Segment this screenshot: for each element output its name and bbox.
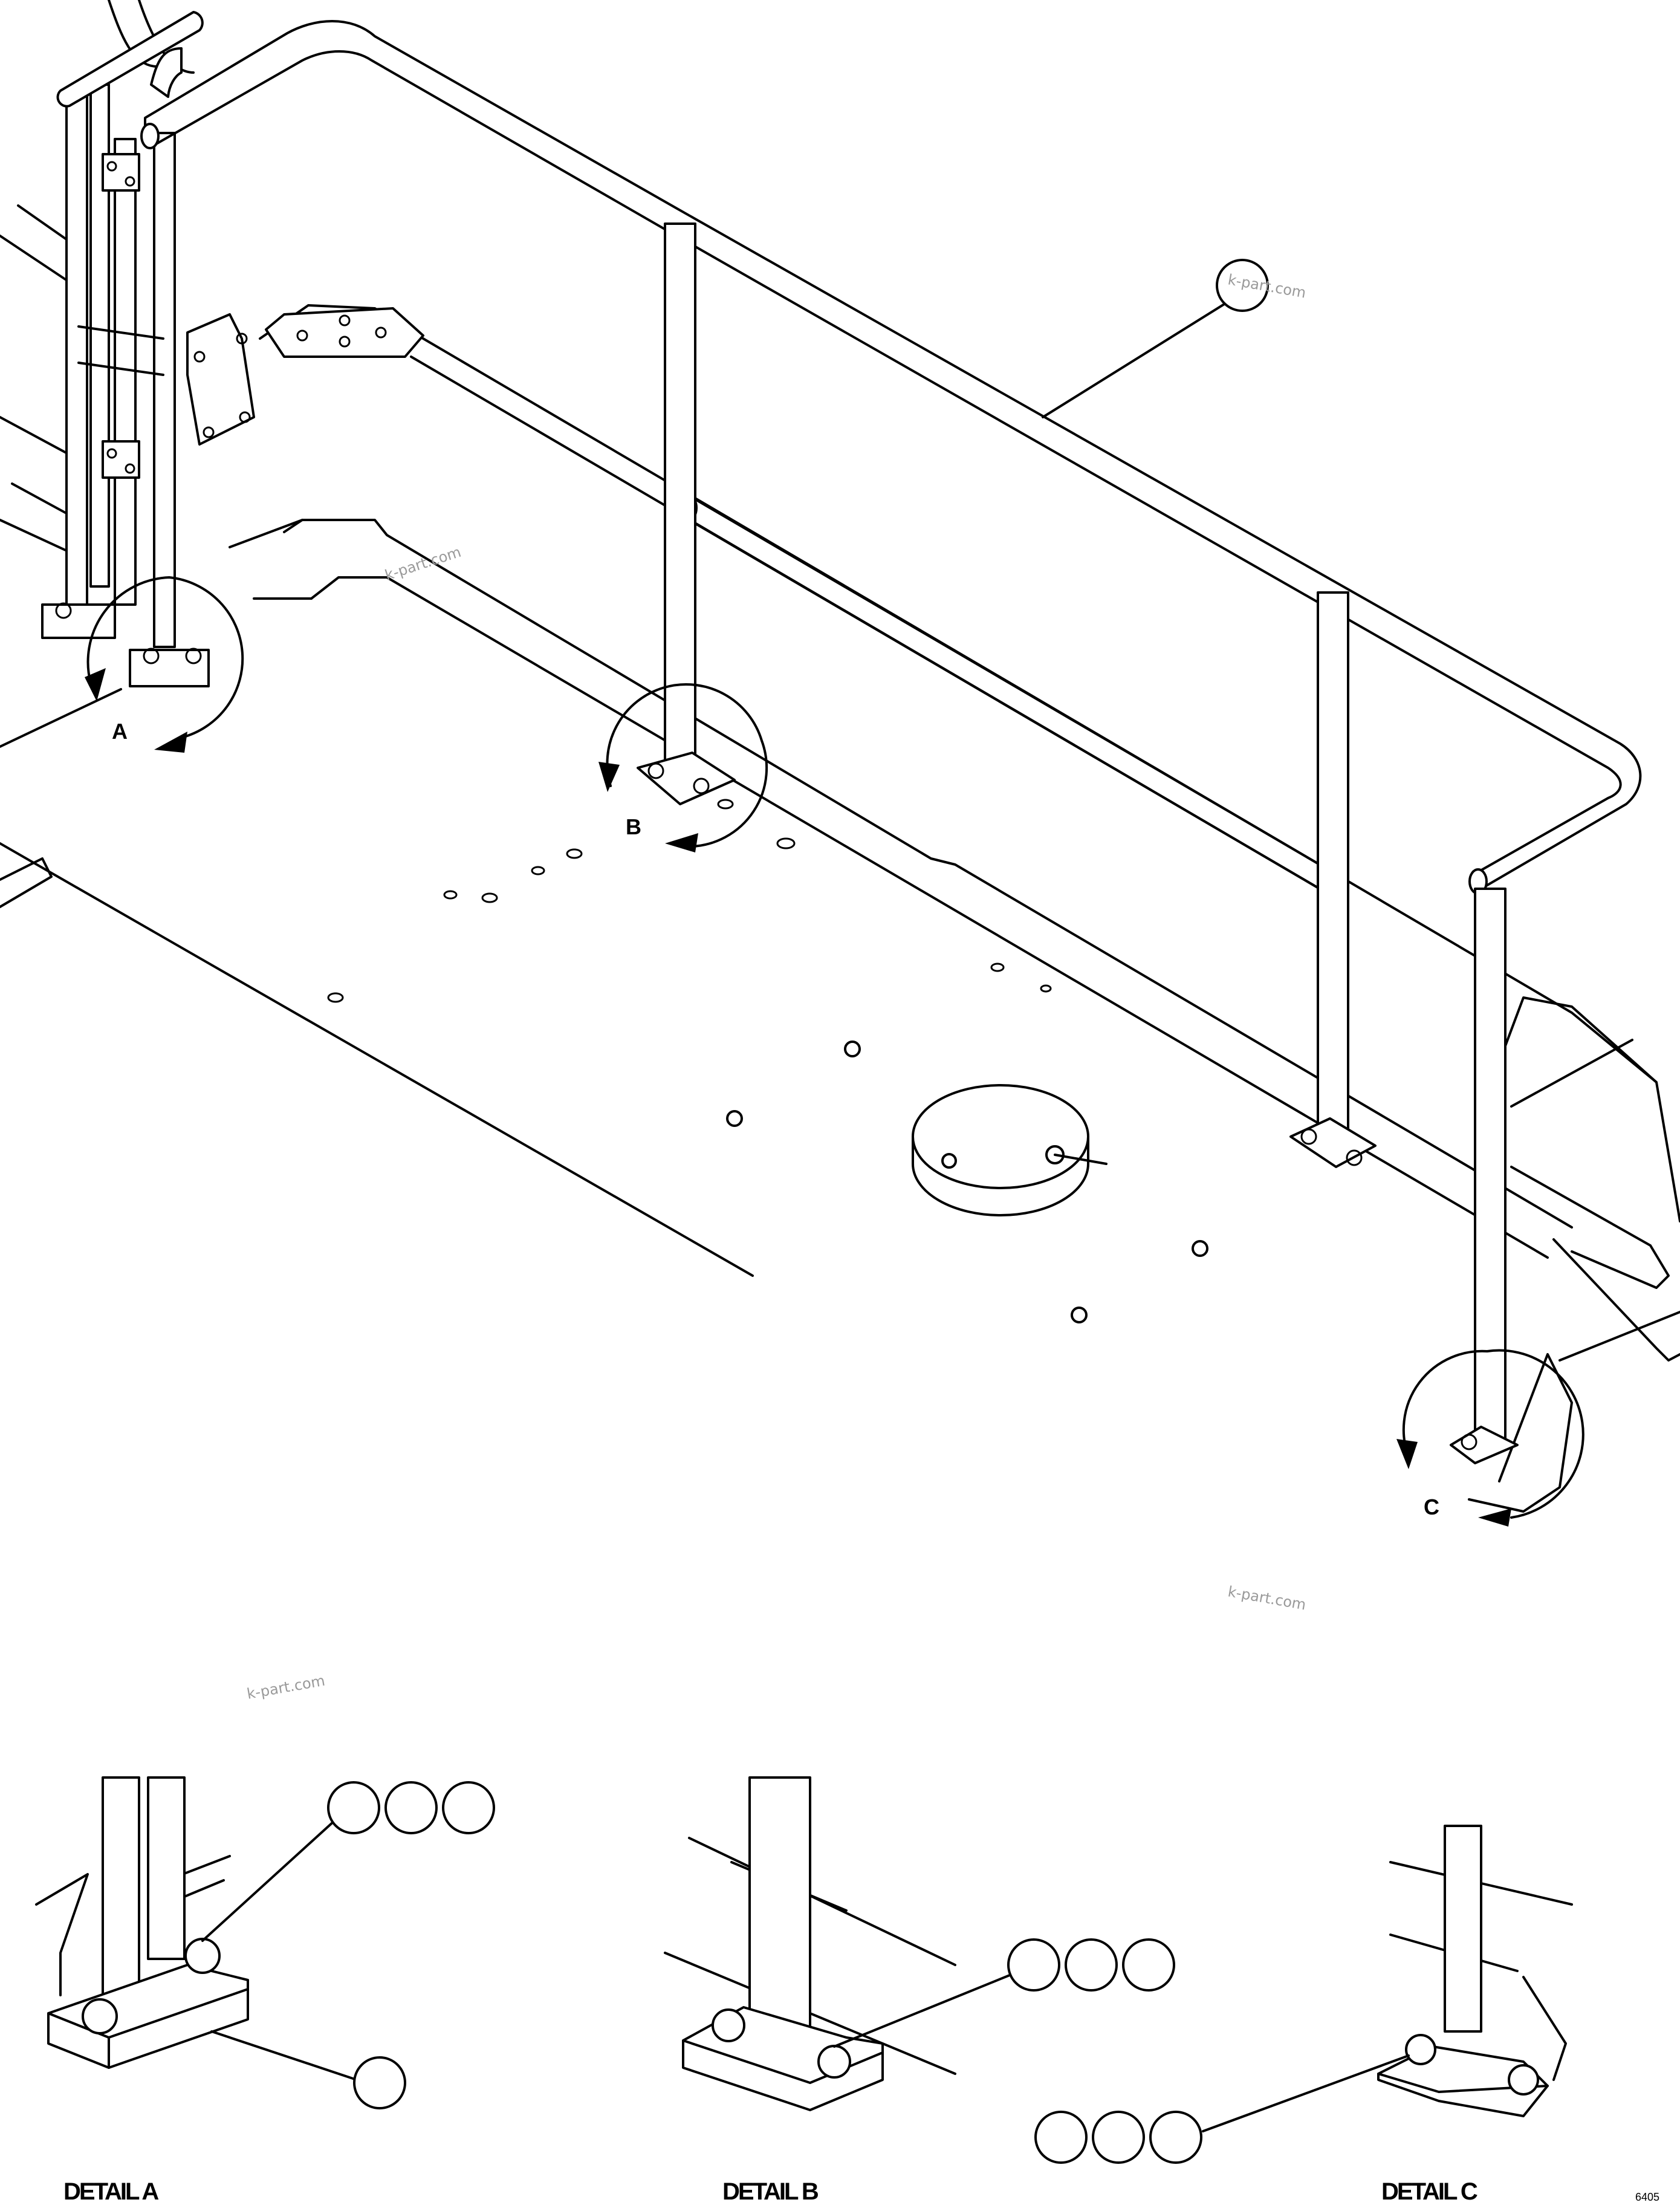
detail-title-a: DETAIL A — [63, 2178, 158, 2205]
detail-b: DETAIL B — [664, 1776, 1175, 2205]
detail-title-c: DETAIL C — [1381, 2178, 1477, 2205]
detail-title-b: DETAIL B — [722, 2178, 819, 2205]
deck-hardware — [327, 799, 1208, 1323]
detail-callout-a: A — [85, 576, 244, 753]
watermark: k-part.com — [245, 1672, 326, 1703]
ladder-uprights — [41, 11, 210, 687]
detail-label-b: B — [626, 814, 641, 839]
detail-label-c: C — [1424, 1495, 1439, 1519]
watermark: k-part.com — [383, 544, 463, 584]
detail-callout-b: B — [598, 683, 768, 852]
watermarks: k-part.com k-part.com k-part.com k-part.… — [245, 271, 1307, 1703]
background-rails — [0, 0, 195, 557]
detail-callout-c: C — [1396, 1349, 1584, 1527]
mounting-brackets — [186, 307, 424, 446]
detail-c: DETAIL C — [1034, 1825, 1573, 2205]
detail-label-a: A — [112, 719, 128, 744]
watermark: k-part.com — [1227, 1583, 1308, 1613]
main-view: A B C — [0, 0, 1680, 1527]
drawing-code: 6405 — [1635, 2191, 1659, 2203]
platform-deck — [0, 304, 1680, 1513]
item-callout-main — [1042, 259, 1269, 418]
detail-a: DETAIL A — [35, 1776, 495, 2205]
handrail — [140, 20, 1642, 1464]
